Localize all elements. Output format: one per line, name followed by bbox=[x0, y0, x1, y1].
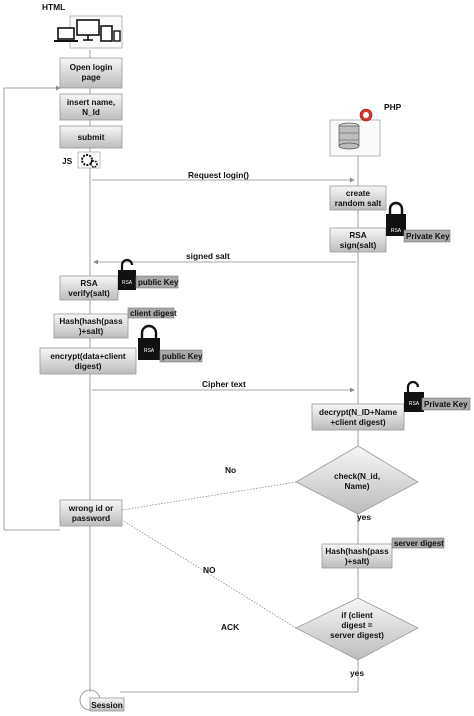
svg-text:Session: Session bbox=[91, 701, 122, 710]
svg-text:N_Id: N_Id bbox=[82, 108, 100, 117]
lock-icon bbox=[140, 324, 158, 338]
svg-text:password: password bbox=[72, 514, 110, 523]
insert-name-step: insert name, N_Id bbox=[59, 93, 123, 121]
rsa-verify-step: RSA verify(salt) bbox=[59, 275, 119, 301]
server-icon bbox=[329, 108, 381, 157]
session-step: Session bbox=[89, 697, 125, 712]
svg-text:decrypt(N_ID+Name: decrypt(N_ID+Name bbox=[319, 408, 397, 417]
no-label-2: NO bbox=[203, 565, 216, 575]
no-digest-path-line bbox=[121, 519, 297, 629]
svg-text:check(N_id,: check(N_id, bbox=[334, 472, 380, 481]
wrong-id-step: wrong id or password bbox=[59, 499, 123, 527]
svg-text:RSA: RSA bbox=[391, 228, 402, 234]
svg-text:RSA: RSA bbox=[144, 348, 155, 354]
svg-text:submit: submit bbox=[78, 133, 105, 142]
svg-text:Hash(hash(pass: Hash(hash(pass bbox=[59, 317, 123, 326]
svg-text:RSA: RSA bbox=[349, 231, 366, 240]
rsa-sign-step: RSA sign(salt) bbox=[329, 227, 387, 253]
lock-icon bbox=[388, 201, 404, 214]
no-path-line bbox=[121, 481, 297, 511]
php-label: PHP bbox=[384, 102, 402, 112]
private-key-tag-1: RSA Private Key bbox=[386, 201, 451, 243]
check-decision: check(N_id, Name) bbox=[295, 445, 419, 515]
svg-text:Private Key: Private Key bbox=[424, 400, 468, 409]
open-login-step: Open login page bbox=[59, 57, 123, 89]
public-key-tag-2: RSA public Key bbox=[138, 324, 203, 363]
create-salt-step: create random salt bbox=[329, 185, 387, 211]
svg-text:random salt: random salt bbox=[335, 199, 382, 208]
svg-text:encrypt(data+client: encrypt(data+client bbox=[50, 352, 126, 361]
no-label-1: No bbox=[225, 465, 236, 475]
svg-text:public Key: public Key bbox=[138, 278, 179, 287]
svg-text:create: create bbox=[346, 189, 371, 198]
svg-text:if (client: if (client bbox=[341, 611, 373, 620]
svg-text:digest =: digest = bbox=[341, 621, 372, 630]
private-key-tag-2: RSA Private Key bbox=[404, 380, 471, 412]
svg-text:Private Key: Private Key bbox=[406, 232, 450, 241]
svg-text:server digest): server digest) bbox=[330, 631, 384, 640]
svg-text:)+salt): )+salt) bbox=[79, 327, 104, 336]
server-digest-tag: server digest bbox=[391, 537, 445, 549]
open-lock-icon bbox=[406, 380, 420, 392]
svg-text:insert name,: insert name, bbox=[67, 98, 115, 107]
svg-text:RSA: RSA bbox=[409, 401, 420, 407]
svg-text:)+salt): )+salt) bbox=[345, 557, 370, 566]
svg-text:Open login: Open login bbox=[70, 63, 113, 72]
gear-icon bbox=[77, 151, 101, 169]
svg-text:+client digest): +client digest) bbox=[330, 418, 386, 427]
signed-salt-label: signed salt bbox=[186, 251, 230, 261]
encrypt-step: encrypt(data+client digest) bbox=[39, 347, 137, 375]
cipher-text-label: Cipher text bbox=[202, 379, 246, 389]
svg-text:public Key: public Key bbox=[162, 352, 203, 361]
svg-text:server digest: server digest bbox=[394, 539, 444, 548]
request-login-label: Request login() bbox=[188, 170, 249, 180]
ack-label: ACK bbox=[221, 622, 239, 632]
submit-step: submit bbox=[59, 125, 123, 149]
client-digest-tag: client digest bbox=[127, 307, 177, 319]
svg-text:Name): Name) bbox=[344, 482, 369, 491]
digest-decision: if (client digest = server digest) bbox=[295, 597, 419, 661]
js-label: JS bbox=[62, 156, 73, 166]
svg-text:wrong id or: wrong id or bbox=[68, 504, 114, 513]
decrypt-step: decrypt(N_ID+Name +client digest) bbox=[311, 403, 405, 431]
svg-text:client digest: client digest bbox=[130, 309, 177, 318]
svg-text:RSA: RSA bbox=[122, 280, 133, 286]
svg-text:Hash(hash(pass: Hash(hash(pass bbox=[325, 547, 389, 556]
devices-icon bbox=[54, 15, 123, 49]
yes-label-2: yes bbox=[350, 668, 364, 678]
hash-client-step: Hash(hash(pass )+salt) bbox=[53, 313, 129, 339]
svg-text:page: page bbox=[81, 73, 101, 82]
hash-server-step: Hash(hash(pass )+salt) bbox=[321, 543, 393, 569]
svg-text:digest): digest) bbox=[75, 362, 102, 371]
svg-text:verify(salt): verify(salt) bbox=[68, 289, 110, 298]
svg-text:RSA: RSA bbox=[80, 279, 97, 288]
svg-text:sign(salt): sign(salt) bbox=[340, 241, 377, 250]
connectors bbox=[3, 50, 359, 711]
public-key-tag-1: RSA public Key bbox=[118, 258, 179, 290]
yes-label-1: yes bbox=[357, 512, 371, 522]
open-lock-icon bbox=[120, 258, 134, 270]
retry-loop-line bbox=[3, 85, 61, 531]
html-label: HTML bbox=[42, 2, 65, 12]
